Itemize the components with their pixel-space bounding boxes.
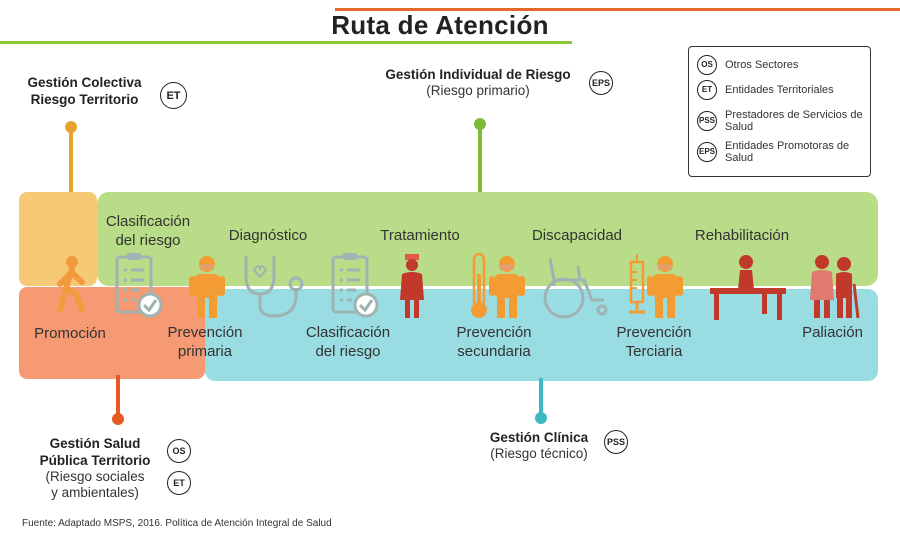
checklist-icon: [115, 253, 163, 318]
individual-stem: [478, 124, 482, 193]
nurse-icon: [400, 254, 424, 318]
physiotherapy-table-icon: [710, 255, 786, 320]
stethoscope-icon: [244, 256, 304, 318]
source-footnote: Fuente: Adaptado MSPS, 2016. Política de…: [22, 518, 332, 529]
stage-discapacidad: Discapacidad: [531, 227, 623, 244]
wheelchair-icon: [543, 257, 608, 319]
et-badge: ET: [167, 471, 191, 495]
masked-person-icon: [647, 256, 683, 318]
stage-prevencion-primaria: Prevención primaria: [167, 324, 243, 360]
gestion-colectiva-label: Gestión Colectiva Riesgo Territorio: [27, 75, 142, 107]
eps-badge: EPS: [589, 71, 613, 95]
stage-promocion: Promoción: [34, 325, 106, 342]
band-collective-risk: [19, 192, 97, 286]
gestion-salud-publica-label: Gestión Salud Pública Territorio (Riesgo…: [39, 436, 151, 500]
stage-tratamiento: Tratamiento: [380, 227, 460, 244]
legend-label: Prestadores de Servicios de Salud: [725, 109, 863, 133]
salud-publica-stem: [116, 375, 120, 415]
thermometer-icon: [471, 252, 487, 318]
stage-rehabilitacion: Rehabilitación: [694, 227, 790, 244]
gestion-individual-label: Gestión Individual de Riesgo (Riesgo pri…: [385, 67, 571, 98]
colectiva-stem: [69, 127, 73, 193]
title-top-rule: [335, 8, 900, 11]
legend: OS Otros Sectores ET Entidades Territori…: [688, 46, 871, 177]
syringe-icon: [629, 254, 645, 314]
pss-badge: PSS: [697, 111, 717, 131]
masked-person-icon: [489, 256, 525, 318]
os-badge: OS: [697, 55, 717, 75]
et-badge: ET: [160, 82, 187, 109]
legend-item-eps: EPS Entidades Promotoras de Salud: [697, 140, 867, 164]
stage-diagnostico: Diagnóstico: [228, 227, 308, 244]
legend-label: Entidades Territoriales: [725, 84, 834, 96]
legend-item-pss: PSS Prestadores de Servicios de Salud: [697, 109, 867, 133]
stage-paliacion: Paliación: [802, 324, 863, 341]
masked-person-icon: [189, 256, 225, 318]
salud-publica-dot: [112, 413, 124, 425]
legend-label: Entidades Promotoras de Salud: [725, 140, 850, 164]
eps-badge: EPS: [697, 142, 717, 162]
stage-clasificacion-riesgo-top: Clasificación del riesgo: [105, 213, 191, 249]
stage-clasificacion-riesgo-bottom: Clasificación del riesgo: [305, 324, 391, 360]
title-bottom-rule: [0, 41, 572, 44]
stage-prevencion-secundaria: Prevención secundaria: [456, 324, 532, 360]
clinica-dot: [535, 412, 547, 424]
stage-prevencion-terciaria: Prevención Terciaria: [616, 324, 692, 360]
et-badge: ET: [697, 80, 717, 100]
page-title: Ruta de Atención: [331, 10, 549, 40]
clinica-stem: [539, 378, 543, 414]
band-public-health: [19, 287, 205, 379]
legend-item-et: ET Entidades Territoriales: [697, 80, 834, 100]
gestion-clinica-label: Gestión Clínica (Riesgo técnico): [489, 430, 589, 461]
legend-label: Otros Sectores: [725, 59, 799, 71]
walking-person-icon: [57, 256, 85, 313]
elderly-couple-icon: [810, 255, 860, 319]
pss-badge: PSS: [604, 430, 628, 454]
checklist-icon: [331, 253, 379, 318]
legend-item-os: OS Otros Sectores: [697, 55, 798, 75]
os-badge: OS: [167, 439, 191, 463]
